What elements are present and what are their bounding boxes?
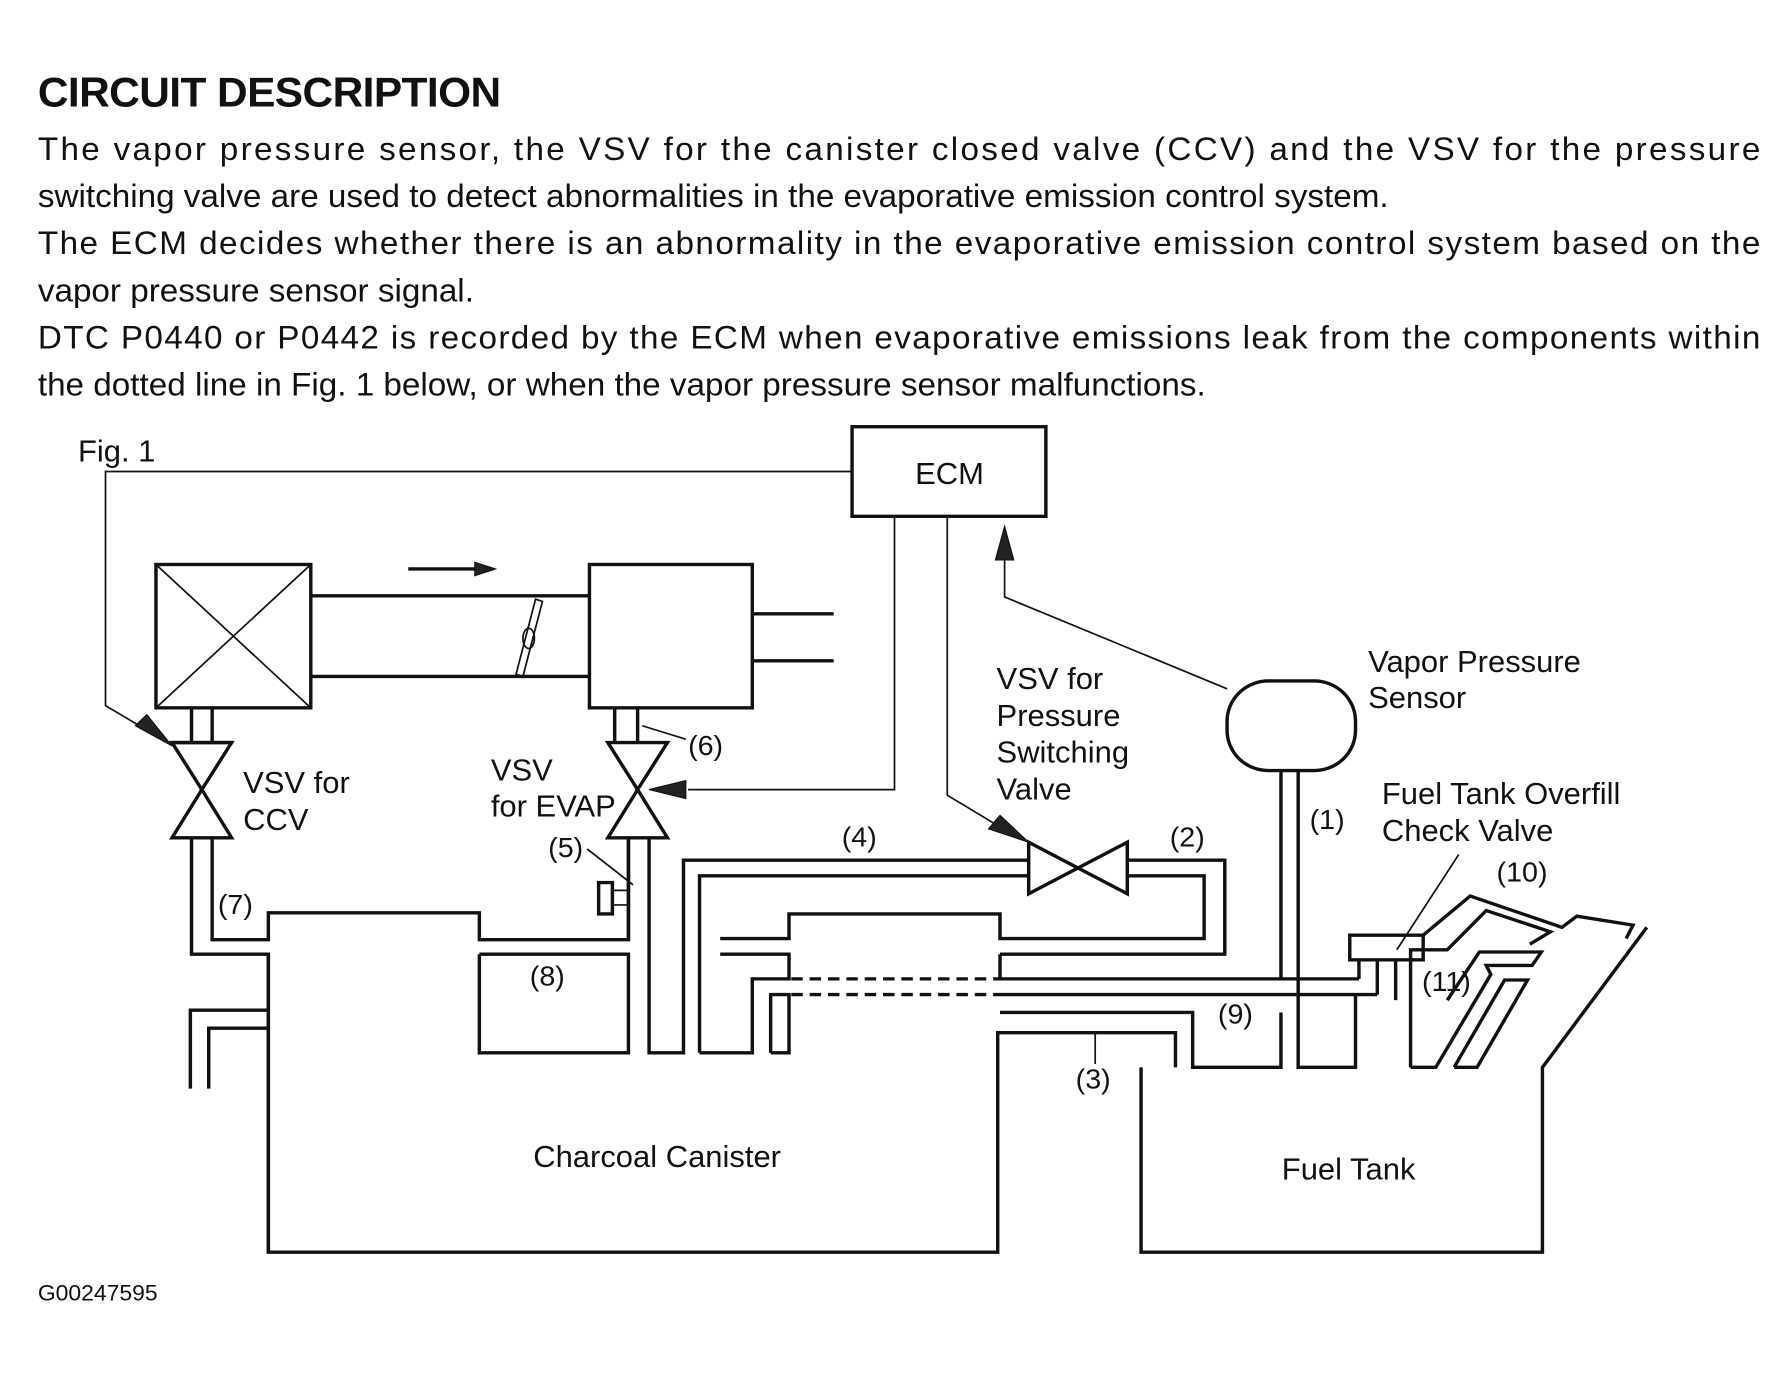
vsv-psv-label-4: Valve [997,773,1072,807]
vsv-ccv-label-1: VSV for [243,766,350,800]
filler-neck-10 [1422,894,1636,952]
vsv-psv-label-2: Pressure [997,699,1121,733]
vsv-ccv-label-2: CCV [243,803,309,837]
air-cleaner [154,562,313,710]
vsv-evap-valve [604,707,671,840]
callout-5: (5) [548,832,583,864]
pipe-9-bottom [1000,1010,1283,1070]
callout-5-leader [586,848,634,886]
sensor-to-ecm-wire [994,524,1228,690]
canister-label: Charcoal Canister [533,1140,781,1174]
paragraph-line-6: the dotted line in Fig. 1 below, or when… [38,366,1206,403]
callout-3: (3) [1076,1064,1111,1096]
canister-chamber-8 [477,952,631,1055]
vsv-psv-label-3: Switching [997,736,1129,770]
intake-manifold [587,562,755,710]
air-inlet-inner [206,1026,269,1089]
ecm-to-evap-wire [648,516,896,800]
paragraph-line-2: switching valve are used to detect abnor… [38,178,1389,215]
callout-1: (1) [1310,804,1345,836]
fuel-tank [1139,926,1649,1254]
callout-7: (7) [218,889,253,921]
ecm-box: ECM [850,425,1048,518]
paragraph-line-5: DTC P0440 or P0442 is recorded by the EC… [38,319,1760,356]
overfill-check-valve [1348,933,1425,1001]
paragraph-line-3: The ECM decides whether there is an abno… [38,225,1760,262]
vent-tube-11 [1408,948,1545,1070]
canister-inner-port [699,952,791,1055]
air-inlet-outer [188,1008,269,1089]
paragraph-line-4: vapor pressure sensor signal. [38,272,474,309]
callout-2: (2) [1170,822,1205,854]
ccv-pipe [189,837,1178,1254]
callout-4: (4) [842,822,877,854]
vapor-pressure-sensor [1225,679,1358,773]
evap-pipe-right [647,837,1029,1055]
paragraph-line-1: The vapor pressure sensor, the VSV for t… [38,131,1760,168]
ecm-label: ECM [915,457,984,491]
callout-9: (9) [1218,999,1253,1031]
vsv-ccv-valve [168,707,235,840]
pipe-9-top [998,954,1359,981]
pipe-4-inner [697,874,1029,1053]
callout-6-leader [641,724,687,741]
callout-11: (11) [1422,966,1471,998]
figure-label: Fig. 1 [78,435,155,469]
evap-port-5 [596,880,629,916]
pipe-2-outer [1000,858,1227,956]
callout-6: (6) [688,730,723,762]
pipe-1-right [1296,770,1358,1070]
vsv-evap-label-2: for EVAP [491,790,616,824]
pipe-2-inner [720,874,1206,941]
vapor-sensor-label-1: Vapor Pressure [1368,645,1581,679]
vapor-sensor-label-2: Sensor [1368,681,1466,715]
overfill-label-2: Check Valve [1382,814,1553,848]
ecm-to-ccv-wire [104,470,853,747]
throttle-valve [515,598,544,678]
vsv-evap-label-1: VSV [491,754,554,788]
figure-id: G00247595 [38,1280,158,1306]
vsv-psv-label-1: VSV for [997,662,1104,696]
overfill-label-1: Fuel Tank Overfill [1382,777,1621,811]
airflow-arrow-icon [408,561,498,577]
page-heading: CIRCUIT DESCRIPTION [38,69,501,115]
canister-small-port [768,992,791,1055]
overfill-leader [1396,854,1460,951]
fuel-tank-label: Fuel Tank [1282,1153,1416,1187]
ecm-to-psv-wire [946,516,1030,843]
pressure-switching-valve [1026,839,1130,897]
callout-10: (10) [1497,857,1548,889]
callout-8: (8) [530,961,565,993]
